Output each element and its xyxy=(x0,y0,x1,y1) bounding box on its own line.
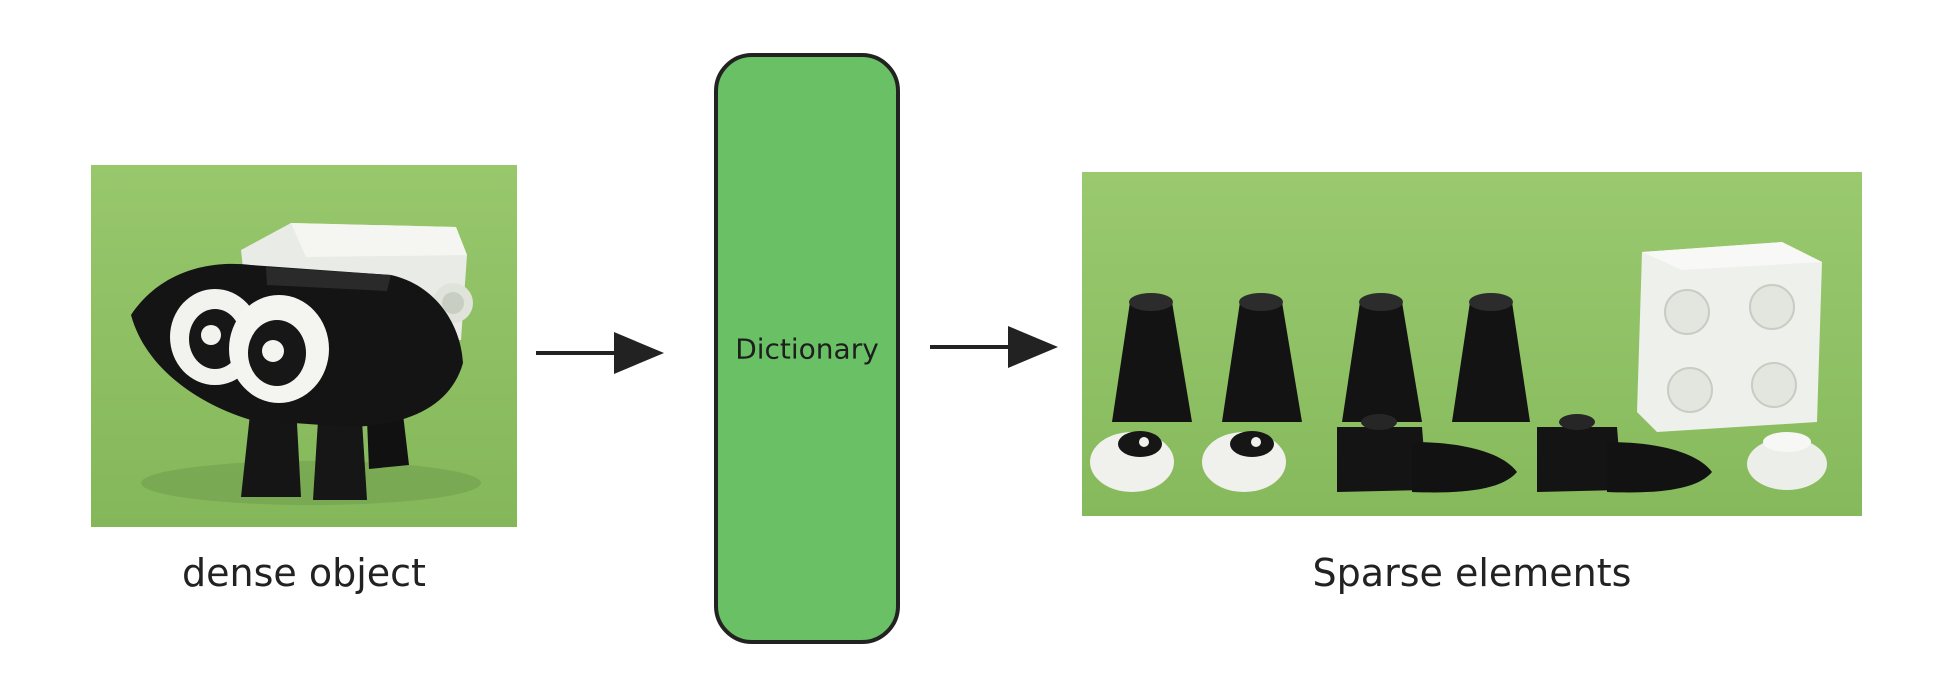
dictionary-block: Dictionary xyxy=(714,53,900,644)
arrow-right-icon xyxy=(536,328,666,378)
sparse-elements-illustration xyxy=(1082,172,1862,516)
dictionary-label: Dictionary xyxy=(735,332,879,365)
dense-object-photo xyxy=(91,165,517,527)
dense-object-caption: dense object xyxy=(182,551,426,595)
sparse-elements-photo xyxy=(1082,172,1862,516)
arrow-right-icon xyxy=(930,322,1060,372)
dense-object-illustration xyxy=(91,165,517,527)
sparse-elements-caption: Sparse elements xyxy=(1312,551,1632,595)
